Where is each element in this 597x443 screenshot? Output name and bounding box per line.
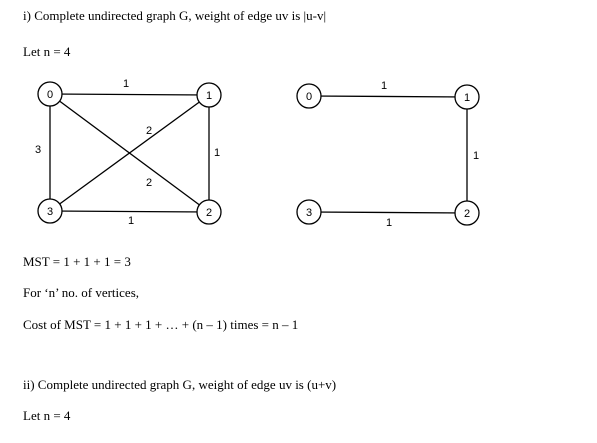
for-n-vertices: For ‘n’ no. of vertices, (23, 285, 140, 300)
mst-edge-weight-0-1: 1 (381, 80, 387, 92)
complete-edge-2-3 (49, 210, 210, 213)
mst-sum: MST = 1 + 1 + 1 = 3 (23, 254, 131, 269)
mst-node-0 (296, 83, 322, 109)
complete-edge-0-1 (49, 93, 210, 96)
complete-node-label-0: 0 (47, 89, 53, 101)
complete-edge-weight-1-2: 1 (214, 147, 220, 159)
part2-title: ii) Complete undirected graph G, weight … (23, 377, 337, 392)
complete-node-label-1: 1 (206, 90, 212, 102)
complete-edge-weight-0-3: 3 (35, 144, 41, 156)
complete-edge-weight-0-1: 1 (123, 78, 129, 90)
complete-edge-weight-2-3: 1 (128, 215, 134, 227)
complete-node-label-2: 2 (206, 207, 212, 219)
mst-node-label-2: 2 (464, 208, 470, 220)
part2-let-n: Let n = 4 (23, 408, 71, 423)
complete-edge-1-3 (49, 94, 210, 212)
mst-edge-0-1 (308, 95, 468, 98)
complete-edge-weight-0-2: 2 (146, 125, 152, 137)
mst-node-label-0: 0 (306, 91, 312, 103)
mst-edge-2-3 (308, 211, 468, 214)
mst-node-1 (454, 84, 480, 110)
mst-node-label-1: 1 (464, 92, 470, 104)
complete-node-0 (37, 81, 63, 107)
mst-node-2 (454, 200, 480, 226)
complete-node-1 (196, 82, 222, 108)
mst-node-label-3: 3 (306, 207, 312, 219)
mst-edge-weight-1-2: 1 (473, 150, 479, 162)
complete-node-2 (196, 199, 222, 225)
part1-title: i) Complete undirected graph G, weight o… (23, 8, 327, 23)
mst-cost: Cost of MST = 1 + 1 + 1 + … + (n – 1) ti… (23, 317, 299, 332)
part1-let-n: Let n = 4 (23, 44, 71, 59)
complete-node-label-3: 3 (47, 206, 53, 218)
complete-node-3 (37, 198, 63, 224)
mst-node-3 (296, 199, 322, 225)
mst-edge-weight-2-3: 1 (386, 217, 392, 229)
complete-edge-weight-1-3: 2 (146, 177, 152, 189)
